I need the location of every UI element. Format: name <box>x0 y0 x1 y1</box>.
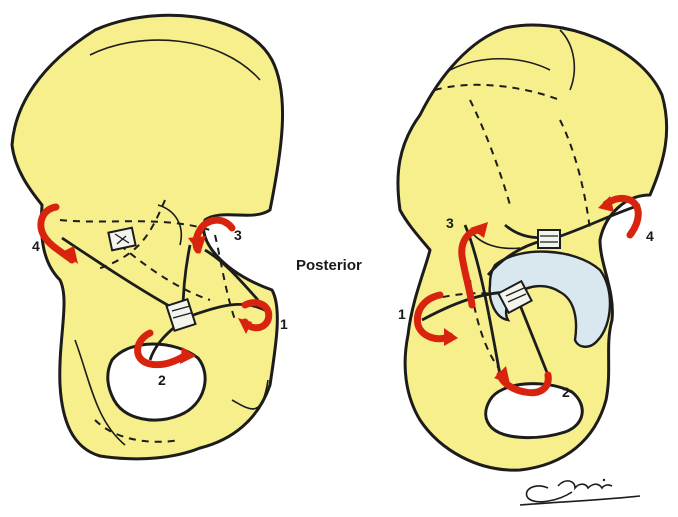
posterior-label: Posterior <box>296 257 362 274</box>
artist-signature-icon <box>520 479 640 505</box>
right-label-1: 1 <box>398 306 406 322</box>
left-label-2: 2 <box>158 372 166 388</box>
right-label-3: 3 <box>446 215 454 231</box>
left-label-1: 1 <box>280 316 288 332</box>
right-label-2: 2 <box>562 384 570 400</box>
right-label-4: 4 <box>646 228 654 244</box>
left-upper-clamp <box>108 228 135 251</box>
left-label-3: 3 <box>234 227 242 243</box>
right-hip-bone-view: 1 2 3 4 <box>398 25 667 470</box>
left-label-4: 4 <box>32 238 40 254</box>
right-upper-clamp <box>538 230 560 248</box>
left-hip-bone-view: 1 2 3 4 <box>12 15 288 459</box>
